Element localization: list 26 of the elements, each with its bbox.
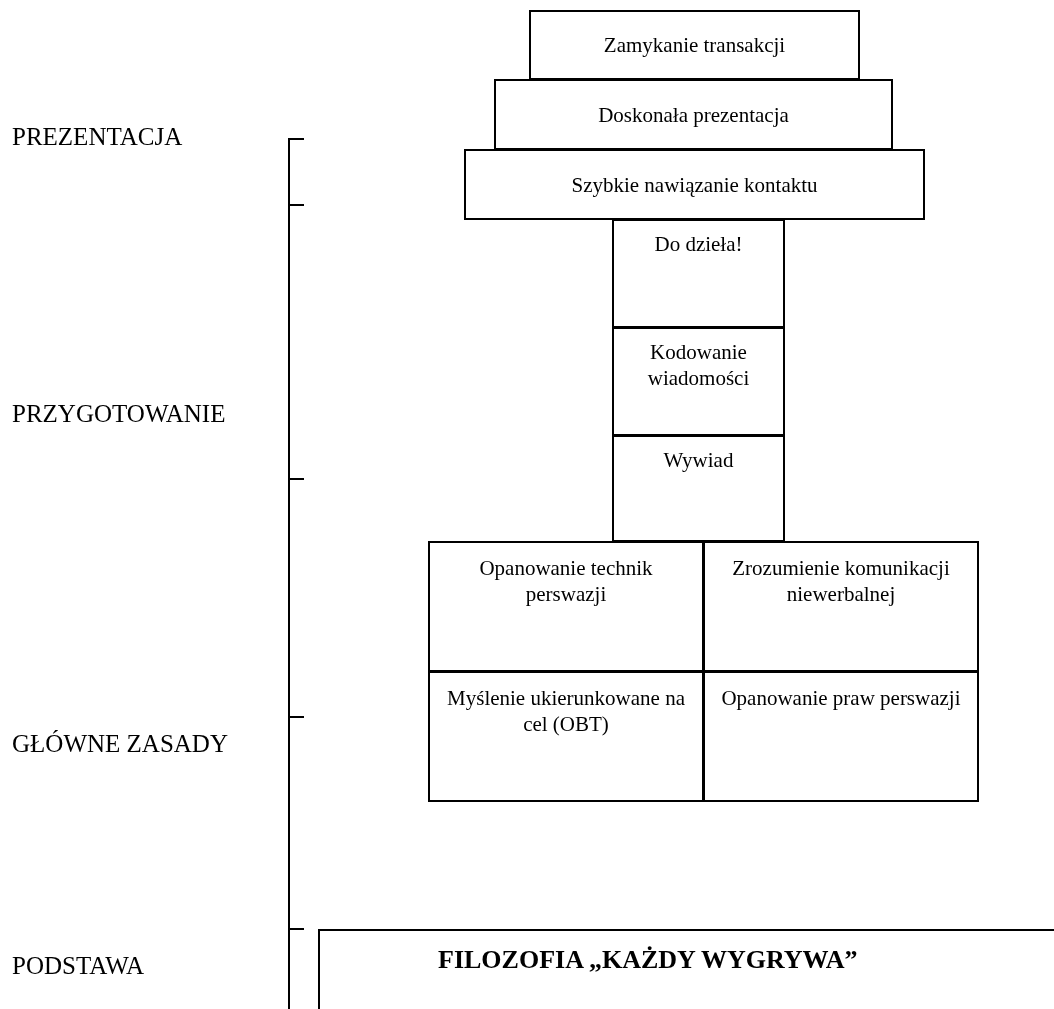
- column-box: [612, 327, 785, 436]
- box-text: Zrozumienie komunikacji niewerbalnej: [731, 555, 951, 607]
- grid-box: [703, 671, 979, 802]
- stack-box: [464, 149, 925, 220]
- stack-box: [529, 10, 860, 80]
- base-box: [318, 929, 1054, 1009]
- box-text: Doskonała prezentacja: [598, 101, 789, 128]
- column-box: [612, 219, 785, 328]
- box-text: Kodowanie wiadomości: [646, 339, 751, 391]
- box-text: Wywiad: [663, 447, 734, 473]
- box-text: Szybkie nawiązanie kontaktu: [571, 171, 818, 198]
- box-text: FILOZOFIA „KAŻDY WYGRYWA”: [438, 947, 858, 973]
- box-text: Zamykanie transakcji: [603, 32, 786, 58]
- grid-box: [703, 541, 979, 672]
- column-box: [612, 435, 785, 542]
- section-label: PRZYGOTOWANIE: [12, 400, 226, 428]
- box-text: Myślenie ukierunkowane na cel (OBT): [446, 685, 686, 737]
- section-label: PODSTAWA: [12, 952, 145, 980]
- box-text: Opanowanie technik perswazji: [478, 555, 654, 607]
- grid-box: [428, 671, 704, 802]
- box-text: Do dzieła!: [654, 231, 743, 257]
- stack-box: [494, 79, 893, 150]
- box-text: Opanowanie praw perswazji: [721, 685, 961, 711]
- grid-box: [428, 541, 704, 672]
- section-label: PREZENTACJA: [12, 123, 183, 151]
- section-label: GŁÓWNE ZASADY: [12, 730, 228, 758]
